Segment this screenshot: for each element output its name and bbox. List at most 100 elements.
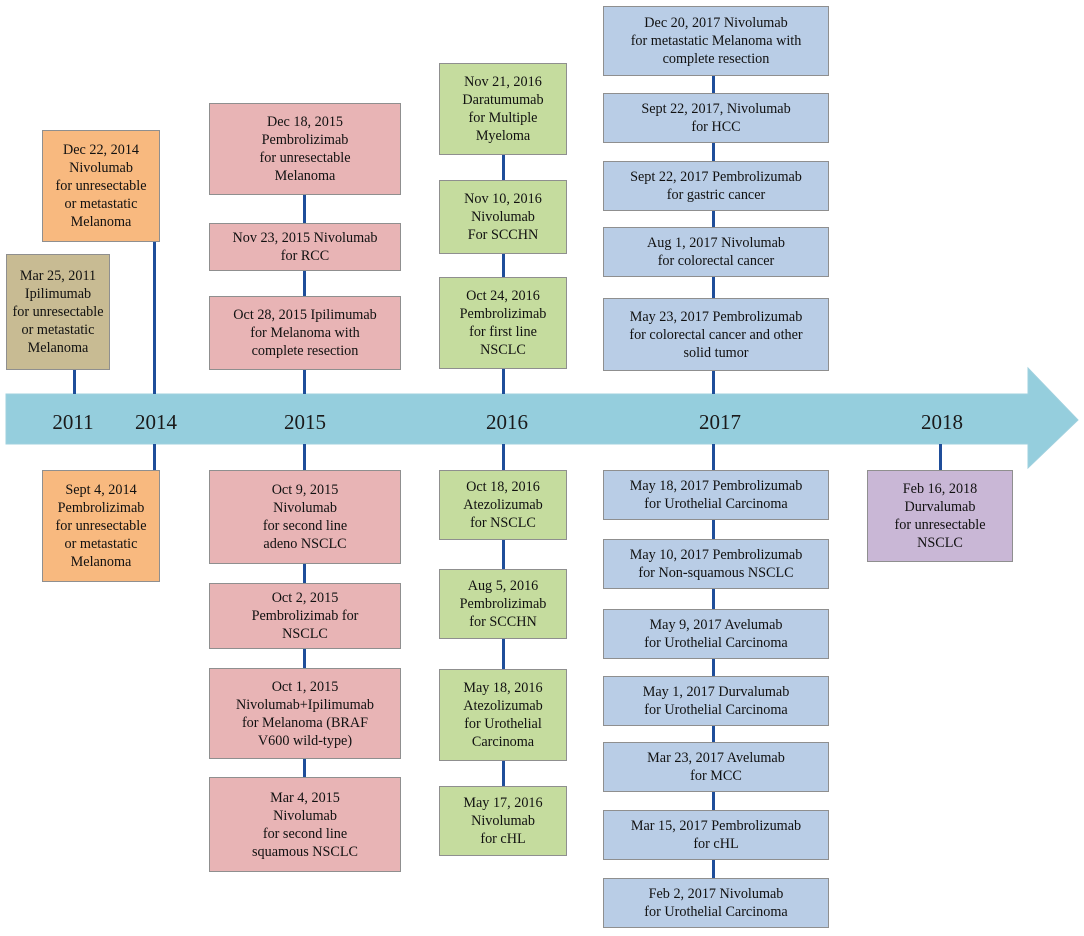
connector-2015	[303, 564, 306, 583]
event-line: NSCLC	[282, 626, 328, 642]
event-line: May 10, 2017 Pembrolizumab	[629, 547, 803, 563]
timeline-arrow-shape	[5, 366, 1079, 470]
event-line: Daratumumab	[462, 92, 544, 108]
event-line: Atezolizumab	[463, 497, 543, 513]
event-line: Melanoma	[70, 214, 132, 230]
event-box-2017: May 10, 2017 Pembrolizumab for Non-squamo…	[603, 539, 829, 589]
event-line: for unresectable	[12, 304, 104, 320]
connector-2017	[712, 277, 715, 298]
connector-2011	[73, 370, 76, 394]
connector-2015	[303, 195, 306, 223]
event-line: Nov 23, 2015 Nivolumab	[232, 230, 378, 246]
event-line: Nov 10, 2016	[464, 191, 542, 207]
event-line: for second line	[262, 518, 348, 534]
connector-2016	[502, 444, 505, 470]
event-line: for cHL	[693, 836, 739, 852]
event-line: for Multiple	[468, 110, 538, 126]
event-line: for Melanoma (BRAF	[241, 714, 369, 731]
event-line: or metastatic	[21, 322, 95, 338]
event-line: for unresectable	[894, 517, 986, 533]
event-line: Pembrolizimab	[57, 500, 145, 516]
event-line: Pembrolizimab	[261, 132, 349, 148]
event-line: adeno NSCLC	[263, 536, 347, 552]
connector-2017	[712, 211, 715, 227]
connector-2016	[502, 761, 505, 786]
event-box-2017: Sept 22, 2017, Nivolumab for HCC	[603, 93, 829, 143]
event-line: Durvalumab	[904, 499, 976, 515]
event-line: Oct 2, 2015	[271, 590, 339, 606]
event-line: Oct 28, 2015 Ipilimumab	[233, 307, 377, 323]
connector-2017	[712, 792, 715, 810]
event-line: for colorectal cancer and other	[629, 326, 803, 343]
event-line: for Urothelial Carcinoma	[644, 496, 788, 512]
event-line: V600 wild-type)	[257, 732, 353, 749]
event-line: NSCLC	[480, 342, 526, 358]
event-line: squamous NSCLC	[251, 843, 359, 860]
connector-2017	[712, 659, 715, 676]
event-line: for NSCLC	[470, 515, 536, 531]
connector-2017	[712, 444, 715, 470]
event-line: for Urothelial Carcinoma	[644, 635, 788, 651]
event-box-2017: Dec 20, 2017 Nivolumab for metastatic Mel…	[603, 6, 829, 76]
event-box-2017: May 18, 2017 Pembrolizumab for Urothelial…	[603, 470, 829, 520]
event-line: Nivolumab	[273, 500, 337, 516]
event-line: Dec 20, 2017 Nivolumab	[644, 15, 788, 31]
event-text: Dec 20, 2017 Nivolumab for metastatic Mel…	[631, 14, 802, 68]
connector-2017	[712, 860, 715, 878]
event-line: Nivolumab	[471, 209, 535, 225]
event-line: for metastatic Melanoma with	[630, 33, 802, 49]
event-line: Oct 9, 2015	[271, 482, 339, 498]
event-line: Sept 22, 2017, Nivolumab	[641, 101, 791, 117]
event-line: for Non-squamous NSCLC	[638, 565, 794, 581]
event-line: for MCC	[690, 768, 742, 784]
event-line: May 18, 2017 Pembrolizumab	[629, 478, 803, 494]
connector-2017	[712, 76, 715, 93]
event-line: Nov 21, 2016	[464, 74, 542, 90]
event-text: May 9, 2017 Avelumab for Urothelial Carci…	[644, 616, 787, 652]
event-line: May 1, 2017 Durvalumab	[642, 684, 790, 700]
event-box-2017: May 9, 2017 Avelumab for Urothelial Carci…	[603, 609, 829, 659]
event-line: Dec 18, 2015	[266, 114, 344, 130]
event-line: Nivolumab	[471, 813, 535, 829]
event-line: May 23, 2017 Pembrolizumab	[629, 308, 803, 325]
event-line: for unresectable	[55, 178, 147, 194]
connector-2015	[303, 271, 306, 296]
event-line: Melanoma	[70, 554, 132, 570]
connector-2014	[153, 444, 156, 470]
event-line: for HCC	[691, 119, 741, 135]
event-line: Oct 1, 2015	[271, 678, 339, 695]
connector-2015	[303, 649, 306, 668]
event-line: Sept 4, 2014	[65, 482, 137, 498]
event-line: Myeloma	[475, 128, 531, 144]
connector-2017	[712, 143, 715, 161]
event-line: May 9, 2017 Avelumab	[649, 617, 783, 633]
